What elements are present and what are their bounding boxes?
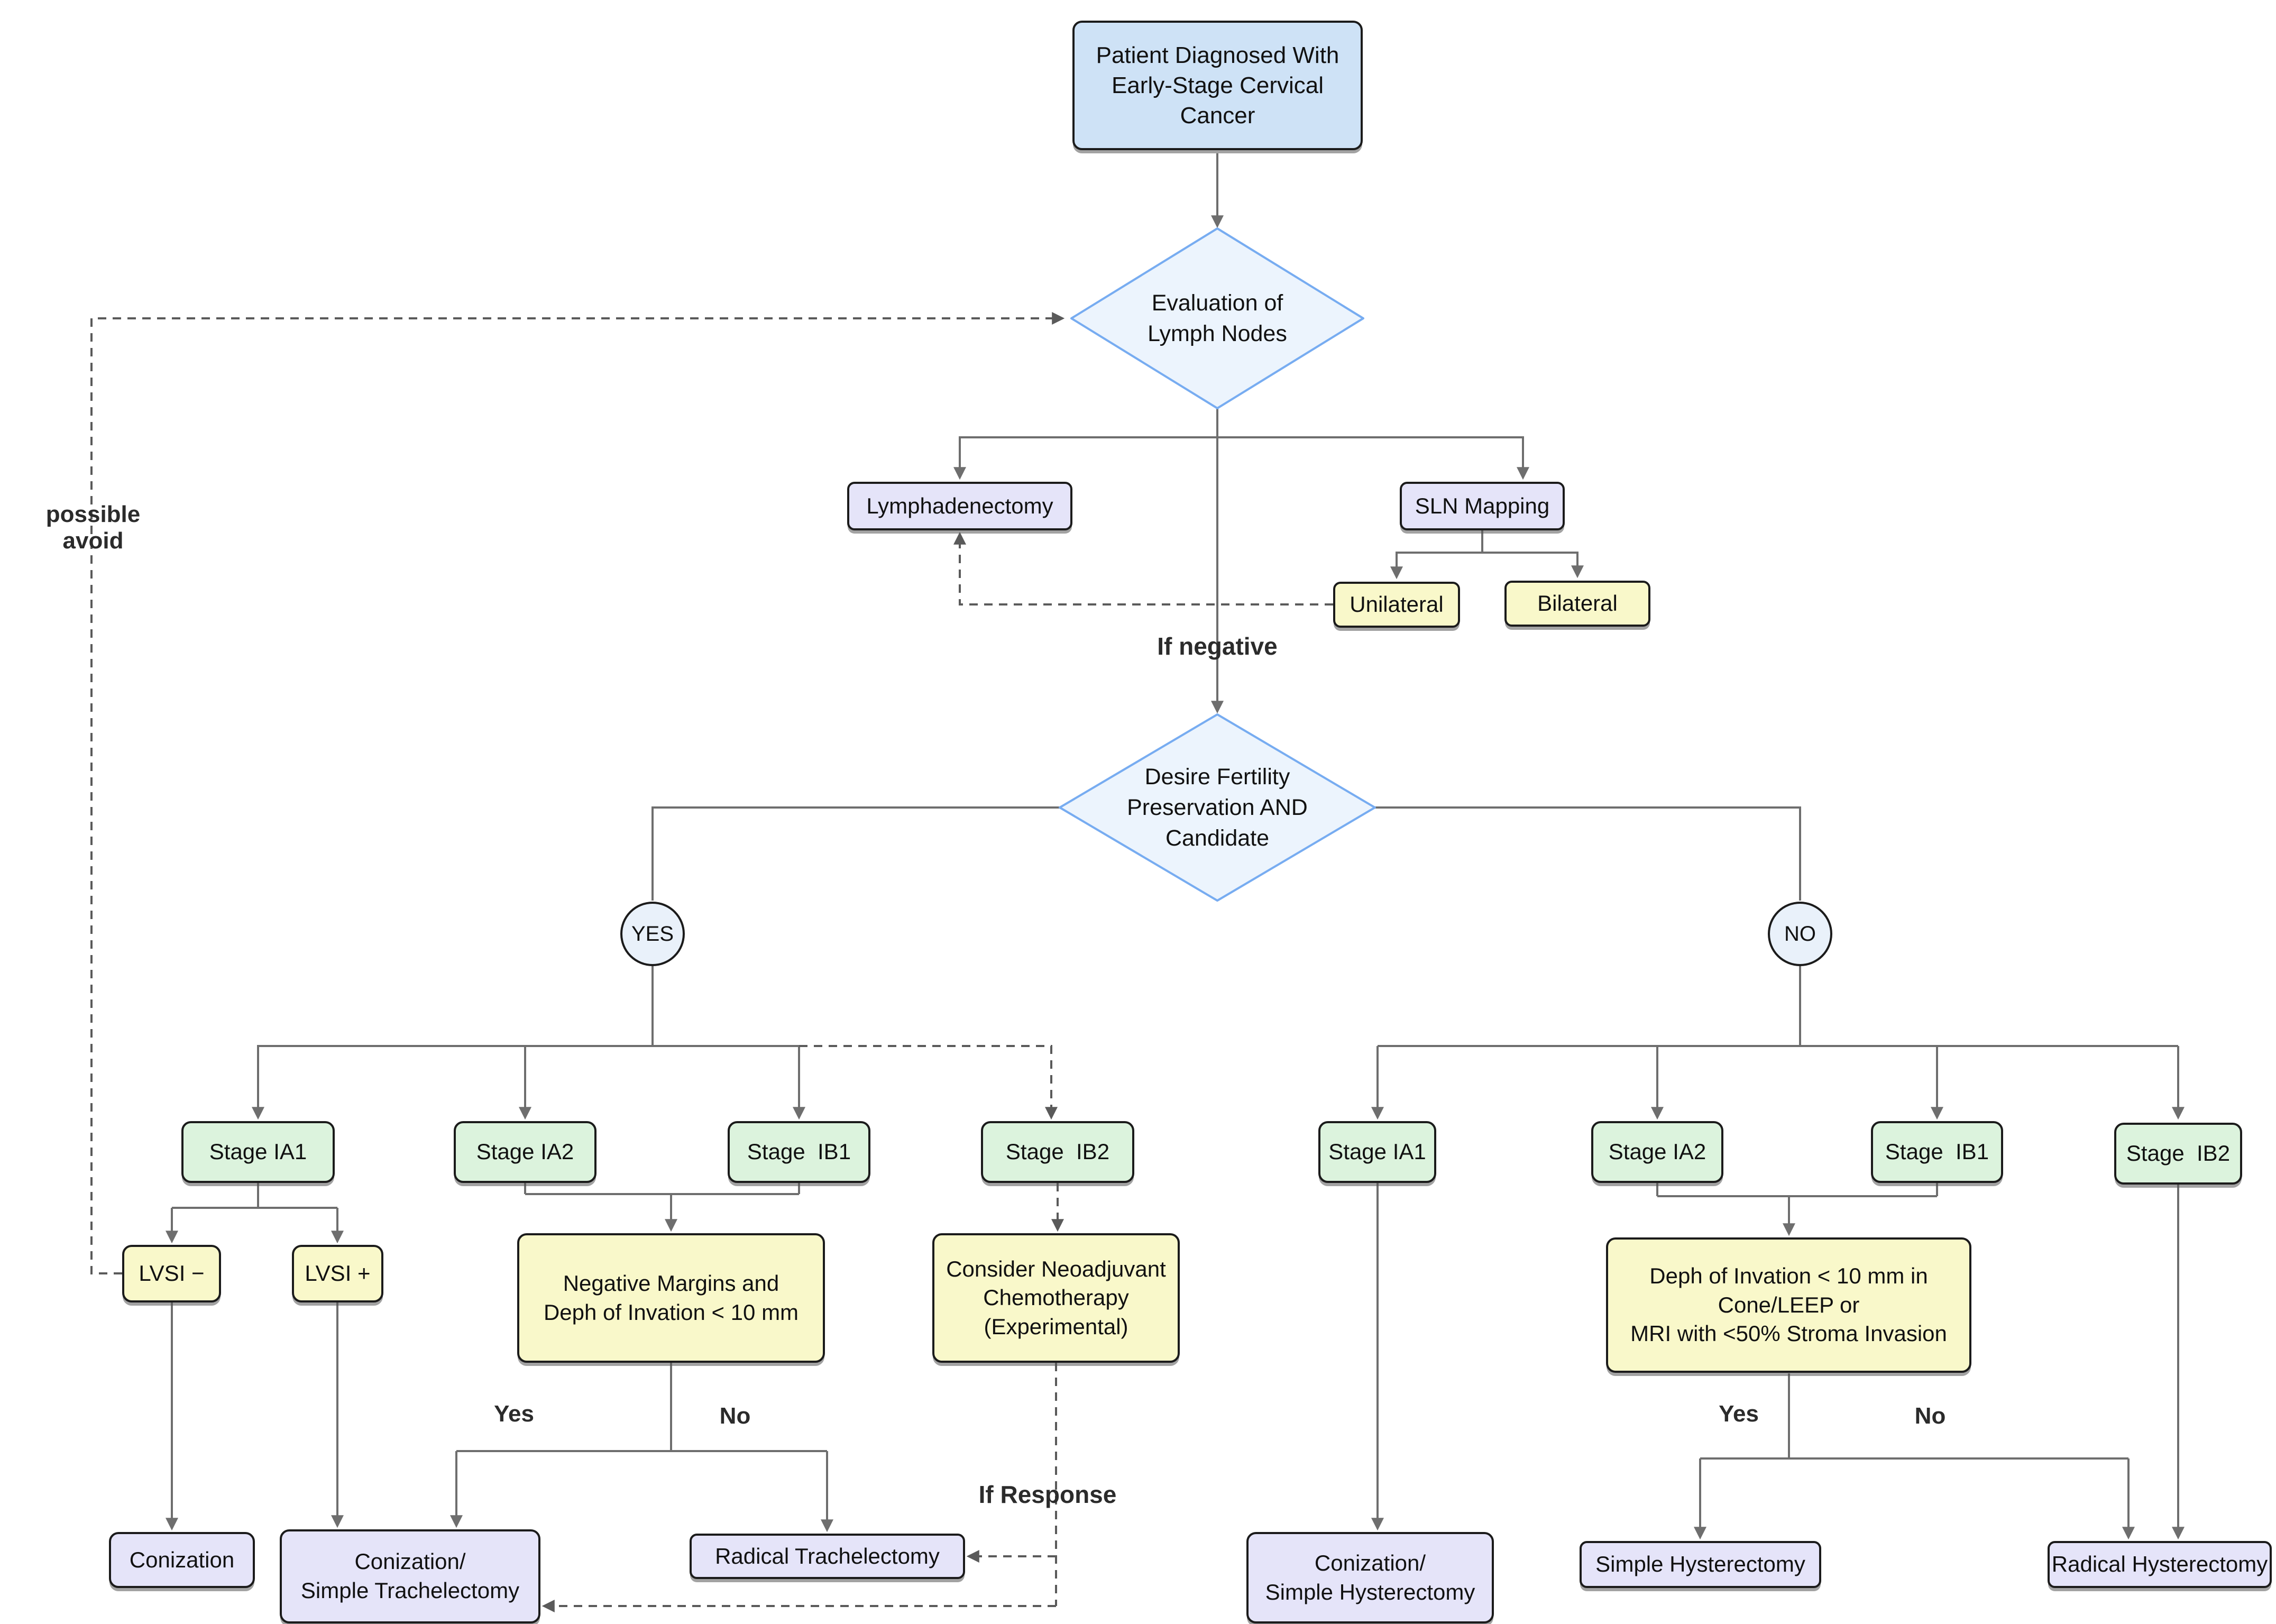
- solid-connectors: [166, 153, 2185, 1540]
- node-stage-ib2-no: Stage IB2: [2114, 1123, 2242, 1185]
- node-negative-margins: Negative Margins and Deph of Invation < …: [517, 1233, 825, 1363]
- no-circle: NO: [1768, 902, 1832, 966]
- node-stage-ia2-no: Stage IA2: [1591, 1121, 1723, 1183]
- node-stage-ib1-yes: Stage IB1: [728, 1121, 870, 1183]
- node-neoadjuvant-chemo: Consider Neoadjuvant Chemotherapy (Exper…: [932, 1233, 1180, 1363]
- diamond-desire-fertility: [1059, 713, 1376, 902]
- diamond-fertility-label: Desire Fertility Preservation AND Candid…: [1127, 764, 1308, 851]
- possible-avoid-label: possible avoid: [45, 501, 141, 554]
- node-conization: Conization: [109, 1532, 255, 1588]
- node-deph-invasion-criteria: Deph of Invation < 10 mm in Cone/LEEP or…: [1606, 1237, 1971, 1373]
- if-response-label: If Response: [978, 1481, 1117, 1508]
- yes-label-left: Yes: [494, 1401, 534, 1427]
- no-label-left: No: [719, 1403, 751, 1429]
- diamond-evaluation-lymph-nodes: [1070, 227, 1364, 409]
- node-lvsi-positive: LVSI +: [292, 1245, 383, 1302]
- no-label-right: No: [1914, 1403, 1946, 1429]
- node-unilateral: Unilateral: [1333, 582, 1460, 628]
- unilateral-to-lymphadenectomy-path: [953, 531, 1333, 605]
- node-stage-ia2-yes: Stage IA2: [454, 1121, 596, 1183]
- node-conization-simple-hysterectomy: Conization/ Simple Hysterectomy: [1246, 1532, 1494, 1623]
- yes-to-stage-ib2-path: [799, 1045, 1058, 1120]
- node-conization-simple-trachelectomy: Conization/ Simple Trachelectomy: [280, 1529, 540, 1623]
- node-bilateral: Bilateral: [1504, 581, 1650, 627]
- diamond-evaluation-label: Evaluation of Lymph Nodes: [1148, 290, 1287, 346]
- possible-avoid-path: [90, 312, 1065, 1274]
- node-stage-ia1-no: Stage IA1: [1318, 1121, 1436, 1183]
- node-stage-ib1-no: Stage IB1: [1871, 1121, 2003, 1183]
- node-stage-ia1-yes: Stage IA1: [181, 1121, 335, 1183]
- node-radical-trachelectomy: Radical Trachelectomy: [690, 1534, 965, 1579]
- node-stage-ib2-yes: Stage IB2: [981, 1121, 1134, 1183]
- node-simple-hysterectomy: Simple Hysterectomy: [1580, 1541, 1821, 1588]
- node-radical-hysterectomy: Radical Hysterectomy: [2048, 1541, 2272, 1588]
- node-patient-diagnosed: Patient Diagnosed With Early-Stage Cervi…: [1072, 21, 1363, 150]
- decision-diamonds: [1059, 227, 1376, 902]
- dashed-connectors: [90, 312, 1333, 1612]
- yes-label-right: Yes: [1719, 1401, 1759, 1427]
- node-lymphadenectomy: Lymphadenectomy: [847, 482, 1072, 530]
- node-lvsi-negative: LVSI −: [122, 1245, 221, 1302]
- node-sln-mapping: SLN Mapping: [1400, 482, 1565, 530]
- yes-circle: YES: [620, 902, 685, 966]
- if-negative-label: If negative: [1157, 632, 1278, 660]
